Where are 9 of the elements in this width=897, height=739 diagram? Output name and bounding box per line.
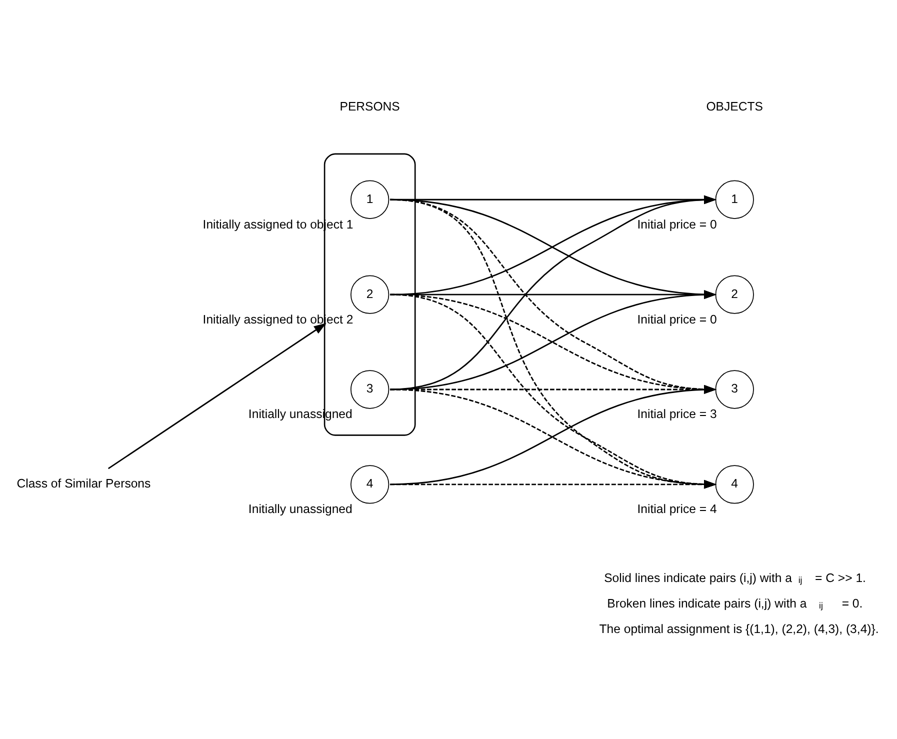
node-label: Initially unassigned [248,502,352,516]
node-label: Initial price = 0 [637,312,717,326]
node-label: Initial price = 0 [637,217,717,232]
node-text: Class of Similar Persons [16,476,151,491]
node-label: Initial price = 3 [637,407,717,422]
label: The optimal assignment is {(1,1), (2,2), (4,3), (3,4)}. [599,622,879,636]
label: PERSONS [340,100,400,114]
node-label: Initial price = 4 [637,502,717,516]
label: OBJECTS [706,100,763,114]
